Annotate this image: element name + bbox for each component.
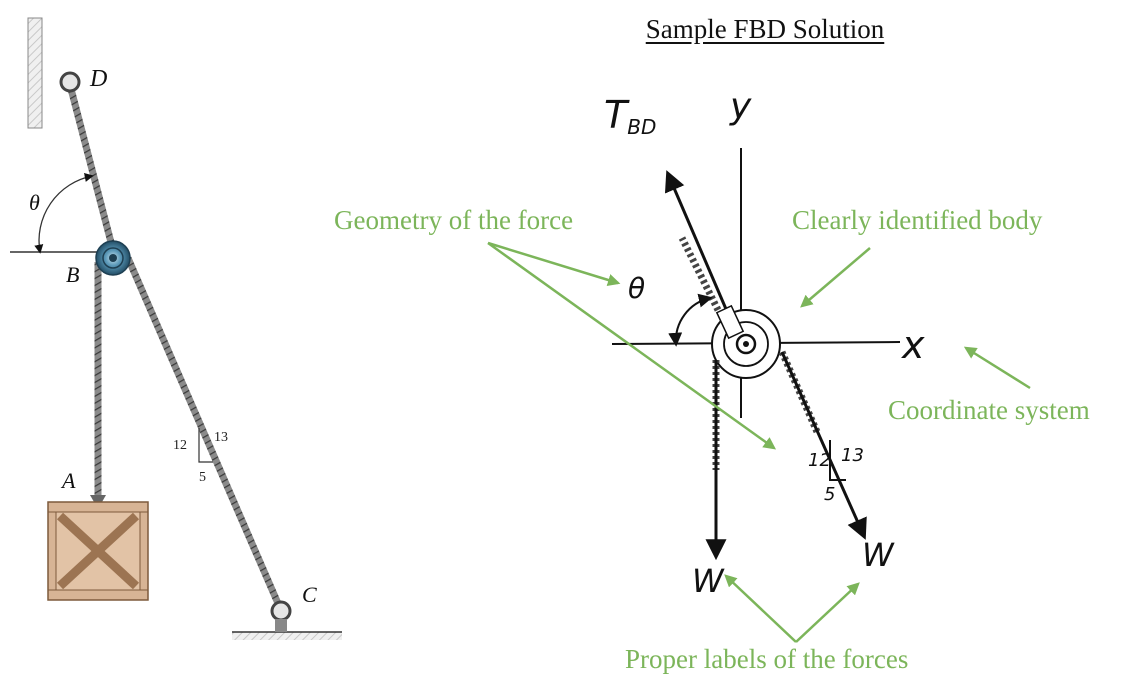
slope-hyp-label: 13: [214, 430, 228, 445]
slope-run-label: 5: [199, 470, 206, 485]
label-tbd-main: T: [604, 93, 630, 137]
fbd-theta-arc: [668, 293, 713, 347]
arrow-body-to-pulley: [800, 247, 871, 308]
label-d: D: [89, 66, 107, 92]
eye-c: [270, 600, 292, 622]
annotation-geometry: Geometry of the force: [334, 205, 574, 235]
crate: [47, 501, 149, 601]
label-w-left: W: [692, 562, 725, 600]
annotation-body: Clearly identified body: [792, 205, 1043, 235]
eye-d: [59, 71, 81, 93]
slope-triangle-fbd: 12 13 5: [808, 440, 864, 505]
arrow-labels-to-w-right: [795, 582, 860, 643]
annotation-coordinate: Coordinate system: [888, 395, 1090, 425]
label-theta-fbd: θ: [628, 272, 645, 305]
label-c: C: [302, 582, 317, 607]
label-a: A: [60, 468, 76, 493]
ground-support: [232, 632, 342, 640]
label-tbd-sub: BD: [627, 115, 656, 139]
label-x-axis: x: [901, 323, 925, 367]
force-w-right-arrow: [780, 351, 867, 540]
arrow-coordinate-to-x: [963, 346, 1031, 390]
fbd-pulley: [711, 304, 781, 379]
arrow-geometry-to-slope: [487, 241, 777, 450]
arrow-labels-to-w-left: [724, 574, 797, 643]
arrow-geometry-to-theta: [487, 241, 621, 287]
rope-bd: [66, 84, 117, 251]
figure-title: Sample FBD Solution: [645, 14, 885, 44]
fbd-sketch: 12 13 5 TBD y x θ W W: [604, 86, 925, 600]
annotation-labels: Proper labels of the forces: [625, 644, 909, 674]
fbd-slope-hyp: 13: [841, 445, 864, 466]
label-w-right: W: [862, 536, 895, 574]
theta-arc: [34, 172, 94, 254]
label-y-axis: y: [729, 86, 752, 127]
fbd-slope-run: 5: [824, 484, 835, 505]
annotation-arrows: [487, 241, 1031, 643]
label-b: B: [66, 262, 79, 287]
rope-bc: [124, 256, 284, 610]
left-figure: 12 13 5 D B A C θ: [10, 17, 342, 640]
label-theta-left: θ: [29, 190, 40, 215]
label-tbd: TBD: [604, 93, 656, 139]
pulley-b: [95, 240, 131, 276]
slope-triangle-left: 12 13 5: [173, 428, 228, 485]
wall-support: [27, 17, 43, 129]
force-tbd-arrow: [664, 170, 737, 331]
fbd-slope-rise: 12: [808, 450, 831, 471]
slope-rise-label: 12: [173, 438, 187, 453]
